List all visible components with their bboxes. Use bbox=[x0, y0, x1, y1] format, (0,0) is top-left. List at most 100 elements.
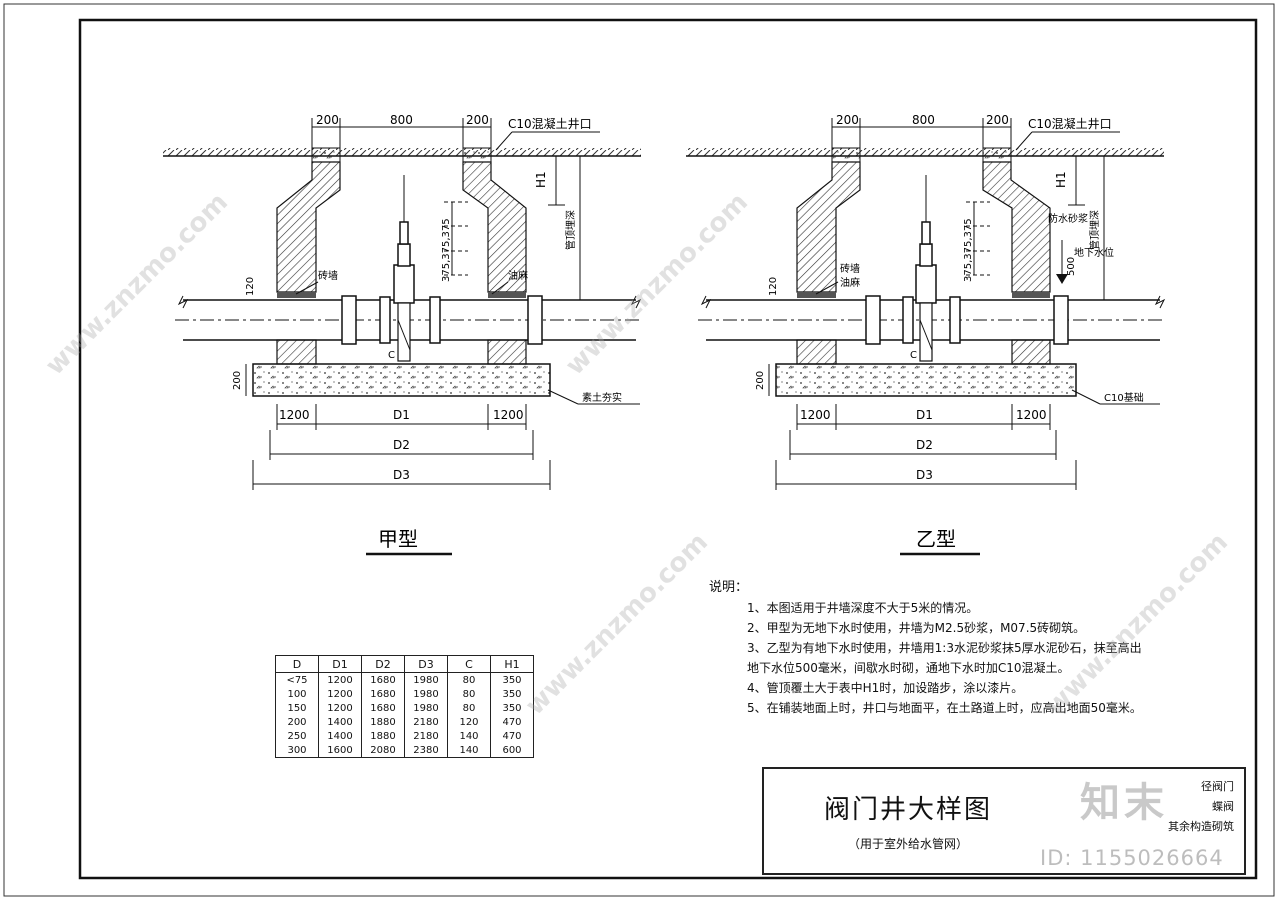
note-item: 3、乙型为有地下水时使用，井墙用1:3水泥砂浆抹5厚水泥砂石，抹至高出地下水位5… bbox=[747, 641, 1142, 675]
table-header-row: D D1 D2 D3 C H1 bbox=[275, 655, 534, 673]
dim-top-left: 200 bbox=[316, 113, 339, 127]
callout-bottom: C10基础 bbox=[1104, 391, 1144, 404]
table-row: 200 1400 1880 2180 120 470 bbox=[275, 715, 534, 729]
dim-d3: D3 bbox=[916, 468, 933, 482]
table-cell: 100 bbox=[275, 687, 319, 701]
table-cell: 1200 bbox=[318, 672, 362, 687]
dim-h1: H1 bbox=[534, 171, 548, 188]
callout-top: C10混凝土井口 bbox=[1028, 116, 1112, 131]
callout-bottom: 素土夯实 bbox=[582, 391, 622, 404]
table-cell: 140 bbox=[447, 729, 491, 743]
notes-heading: 说明： bbox=[709, 580, 749, 595]
table-header-cell: C bbox=[447, 655, 491, 673]
table-cell: 1680 bbox=[361, 687, 405, 701]
caption-type-a: 甲型 bbox=[378, 527, 418, 551]
callout-left: 砖墙 bbox=[840, 262, 860, 275]
table-cell: 1980 bbox=[404, 672, 448, 687]
table-cell: 1880 bbox=[361, 715, 405, 729]
table-row: 300 1600 2080 2380 140 600 bbox=[275, 743, 534, 758]
table-cell: 1400 bbox=[318, 715, 362, 729]
table-cell: 2180 bbox=[404, 729, 448, 743]
table-cell: 2180 bbox=[404, 715, 448, 729]
dim-d3: D3 bbox=[393, 468, 410, 482]
dim-top-mid: 800 bbox=[912, 113, 935, 127]
table-cell: 2380 bbox=[404, 743, 448, 758]
table-cell: 1200 bbox=[318, 701, 362, 715]
table-cell: 1600 bbox=[318, 743, 362, 758]
dim-top-right: 200 bbox=[466, 113, 489, 127]
watermark-id: ID: 1155026664 bbox=[1040, 846, 1224, 870]
base-slab bbox=[775, 363, 1077, 397]
dim-d2: D2 bbox=[393, 438, 410, 452]
dim-depth: 管顶埋深 bbox=[1088, 210, 1101, 250]
dim-d1: D1 bbox=[916, 408, 933, 422]
table-cell: 80 bbox=[447, 687, 491, 701]
table-cell: 300 bbox=[275, 743, 319, 758]
table-header-cell: D bbox=[275, 655, 319, 673]
outer-frame bbox=[3, 3, 1275, 897]
table-row: 150 1200 1680 1980 80 350 bbox=[275, 701, 534, 715]
table-row: <75 1200 1680 1980 80 350 bbox=[275, 672, 534, 687]
callout-left: 砖墙 bbox=[318, 269, 338, 282]
dim-base: 200 bbox=[232, 371, 243, 390]
table-header-cell: D3 bbox=[404, 655, 448, 673]
table-header-cell: D2 bbox=[361, 655, 405, 673]
table-cell: 1400 bbox=[318, 729, 362, 743]
drawing-title: 阀门井大样图 bbox=[824, 795, 993, 825]
table-cell: 600 bbox=[490, 743, 534, 758]
table-cell: 150 bbox=[275, 701, 319, 715]
callout-right: 油麻 bbox=[508, 269, 528, 282]
title-block-line: 径阀门 bbox=[1201, 780, 1234, 793]
callout-top: C10混凝土井口 bbox=[508, 116, 592, 131]
dim-depth: 管顶埋深 bbox=[564, 210, 577, 250]
dim-bottom-right: 1200 bbox=[493, 408, 524, 422]
callout-right2: 地下水位 bbox=[1074, 246, 1114, 259]
note-item: 4、管顶覆土大于表中H1时，加设踏步，涂以漆片。 bbox=[747, 681, 1024, 695]
dim-base: 200 bbox=[755, 371, 766, 390]
table-cell: 200 bbox=[275, 715, 319, 729]
table-row: 100 1200 1680 1980 80 350 bbox=[275, 687, 534, 701]
mark-c: C bbox=[910, 350, 917, 361]
dim-step: 375,375,375 bbox=[441, 218, 452, 282]
table-row: 250 1400 1880 2180 140 470 bbox=[275, 729, 534, 743]
title-block-line: 蝶阀 bbox=[1212, 800, 1234, 813]
table-header-cell: D1 bbox=[318, 655, 362, 673]
caption-type-b: 乙型 bbox=[916, 527, 956, 551]
table-cell: <75 bbox=[275, 672, 319, 687]
dim-step: 375,375,375 bbox=[963, 218, 974, 282]
dim-slab: 120 bbox=[245, 277, 256, 296]
dim-top-left: 200 bbox=[836, 113, 859, 127]
table-cell: 1980 bbox=[404, 701, 448, 715]
ground-hatch bbox=[163, 148, 641, 156]
drawing-subtitle: （用于室外给水管网） bbox=[848, 837, 969, 851]
gate-valve-icon bbox=[915, 175, 937, 362]
table-cell: 80 bbox=[447, 701, 491, 715]
table-cell: 470 bbox=[490, 715, 534, 729]
dim-top-mid: 800 bbox=[390, 113, 413, 127]
notes-block: 说明： 1、本图适用于井墙深度不大于5米的情况。 2、甲型为无地下水时使用，井墙… bbox=[709, 578, 1149, 718]
dim-bottom-left: 1200 bbox=[800, 408, 831, 422]
dim-water: 500 bbox=[1066, 257, 1077, 276]
dim-slab: 120 bbox=[768, 277, 779, 296]
dim-h1: H1 bbox=[1054, 171, 1068, 188]
table-cell: 1680 bbox=[361, 701, 405, 715]
title-block-notes: 径阀门 蝶阀 其余构造砌筑 bbox=[1094, 777, 1234, 837]
table-cell: 1680 bbox=[361, 672, 405, 687]
inner-frame bbox=[78, 18, 1258, 880]
note-item: 2、甲型为无地下水时使用，井墙为M2.5砂浆，M07.5砖砌筑。 bbox=[747, 621, 1086, 635]
table-cell: 1880 bbox=[361, 729, 405, 743]
note-item: 1、本图适用于井墙深度不大于5米的情况。 bbox=[747, 601, 979, 615]
table-cell: 80 bbox=[447, 672, 491, 687]
dim-bottom-left: 1200 bbox=[279, 408, 310, 422]
note-item: 5、在铺装地面上时，井口与地面平，在土路道上时，应高出地面50毫米。 bbox=[747, 701, 1142, 715]
table-cell: 2080 bbox=[361, 743, 405, 758]
table-cell: 350 bbox=[490, 701, 534, 715]
table-cell: 1200 bbox=[318, 687, 362, 701]
watermark-logo: 知末 bbox=[1080, 780, 1168, 826]
table-cell: 350 bbox=[490, 687, 534, 701]
dim-top-right: 200 bbox=[986, 113, 1009, 127]
table-cell: 250 bbox=[275, 729, 319, 743]
table-header-cell: H1 bbox=[490, 655, 534, 673]
type-b-section: C 200 800 200 C10混凝土井口 H1 管顶埋深 375,375,3… bbox=[686, 113, 1166, 556]
title-block-line: 其余构造砌筑 bbox=[1168, 820, 1234, 833]
